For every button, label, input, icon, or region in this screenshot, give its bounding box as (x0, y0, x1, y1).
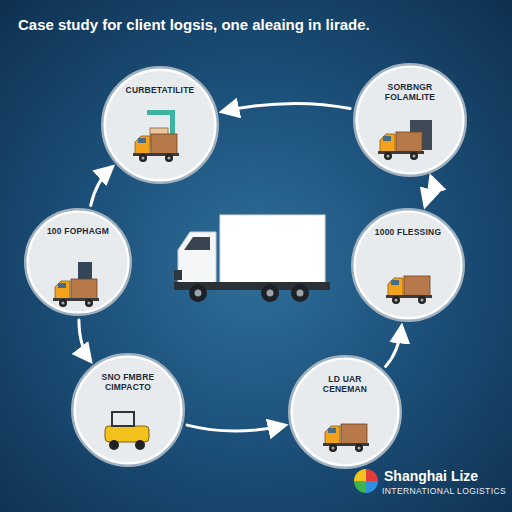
flow-arrow (79, 320, 90, 361)
stage-label: LD UAR CENEMAN (305, 375, 385, 395)
flow-arrow (187, 425, 284, 431)
silo-icon (53, 262, 99, 307)
stage-circle: 100 FOPHAGM (26, 210, 130, 314)
company-name: Shanghai Lize (384, 468, 478, 484)
flow-arrow (223, 103, 351, 111)
stage-circle: SNO FMBRE CIMPACTO (73, 355, 183, 465)
logo-mark (354, 469, 378, 493)
company-tagline: INTERNATIONAL LOGISTICS (382, 486, 506, 496)
flow-arrow (91, 167, 112, 205)
circle-outline (353, 210, 463, 320)
stage-label: SNO FMBRE CIMPACTO (88, 373, 168, 393)
stage-circle: CURBETATILITE (103, 68, 217, 182)
crane-icon (133, 110, 179, 162)
stage-circle: 1000 FLESSING (353, 210, 463, 320)
circle-outline (26, 210, 130, 314)
stage-circle: LD UAR CENEMAN (290, 357, 400, 467)
stage-label: SORBNGR FOLAMLITE (370, 83, 450, 103)
title: Case study for client logsis, one aleain… (18, 16, 370, 33)
central-truck (174, 215, 330, 302)
loading-icon (378, 120, 432, 160)
circle-outline (355, 65, 465, 175)
circle-outline (73, 355, 183, 465)
stage-label: CURBETATILITE (119, 86, 202, 96)
stage-circle: SORBNGR FOLAMLITE (355, 65, 465, 175)
stage-label: 100 FOPHAGM (41, 227, 116, 237)
circle-outline (290, 357, 400, 467)
forklift-icon (105, 412, 149, 450)
flow-arrow (425, 177, 431, 205)
truck-icon (386, 276, 432, 304)
truck-icon (323, 424, 369, 452)
flow-arrow (386, 327, 402, 367)
stage-label: 1000 FLESSING (368, 228, 448, 238)
